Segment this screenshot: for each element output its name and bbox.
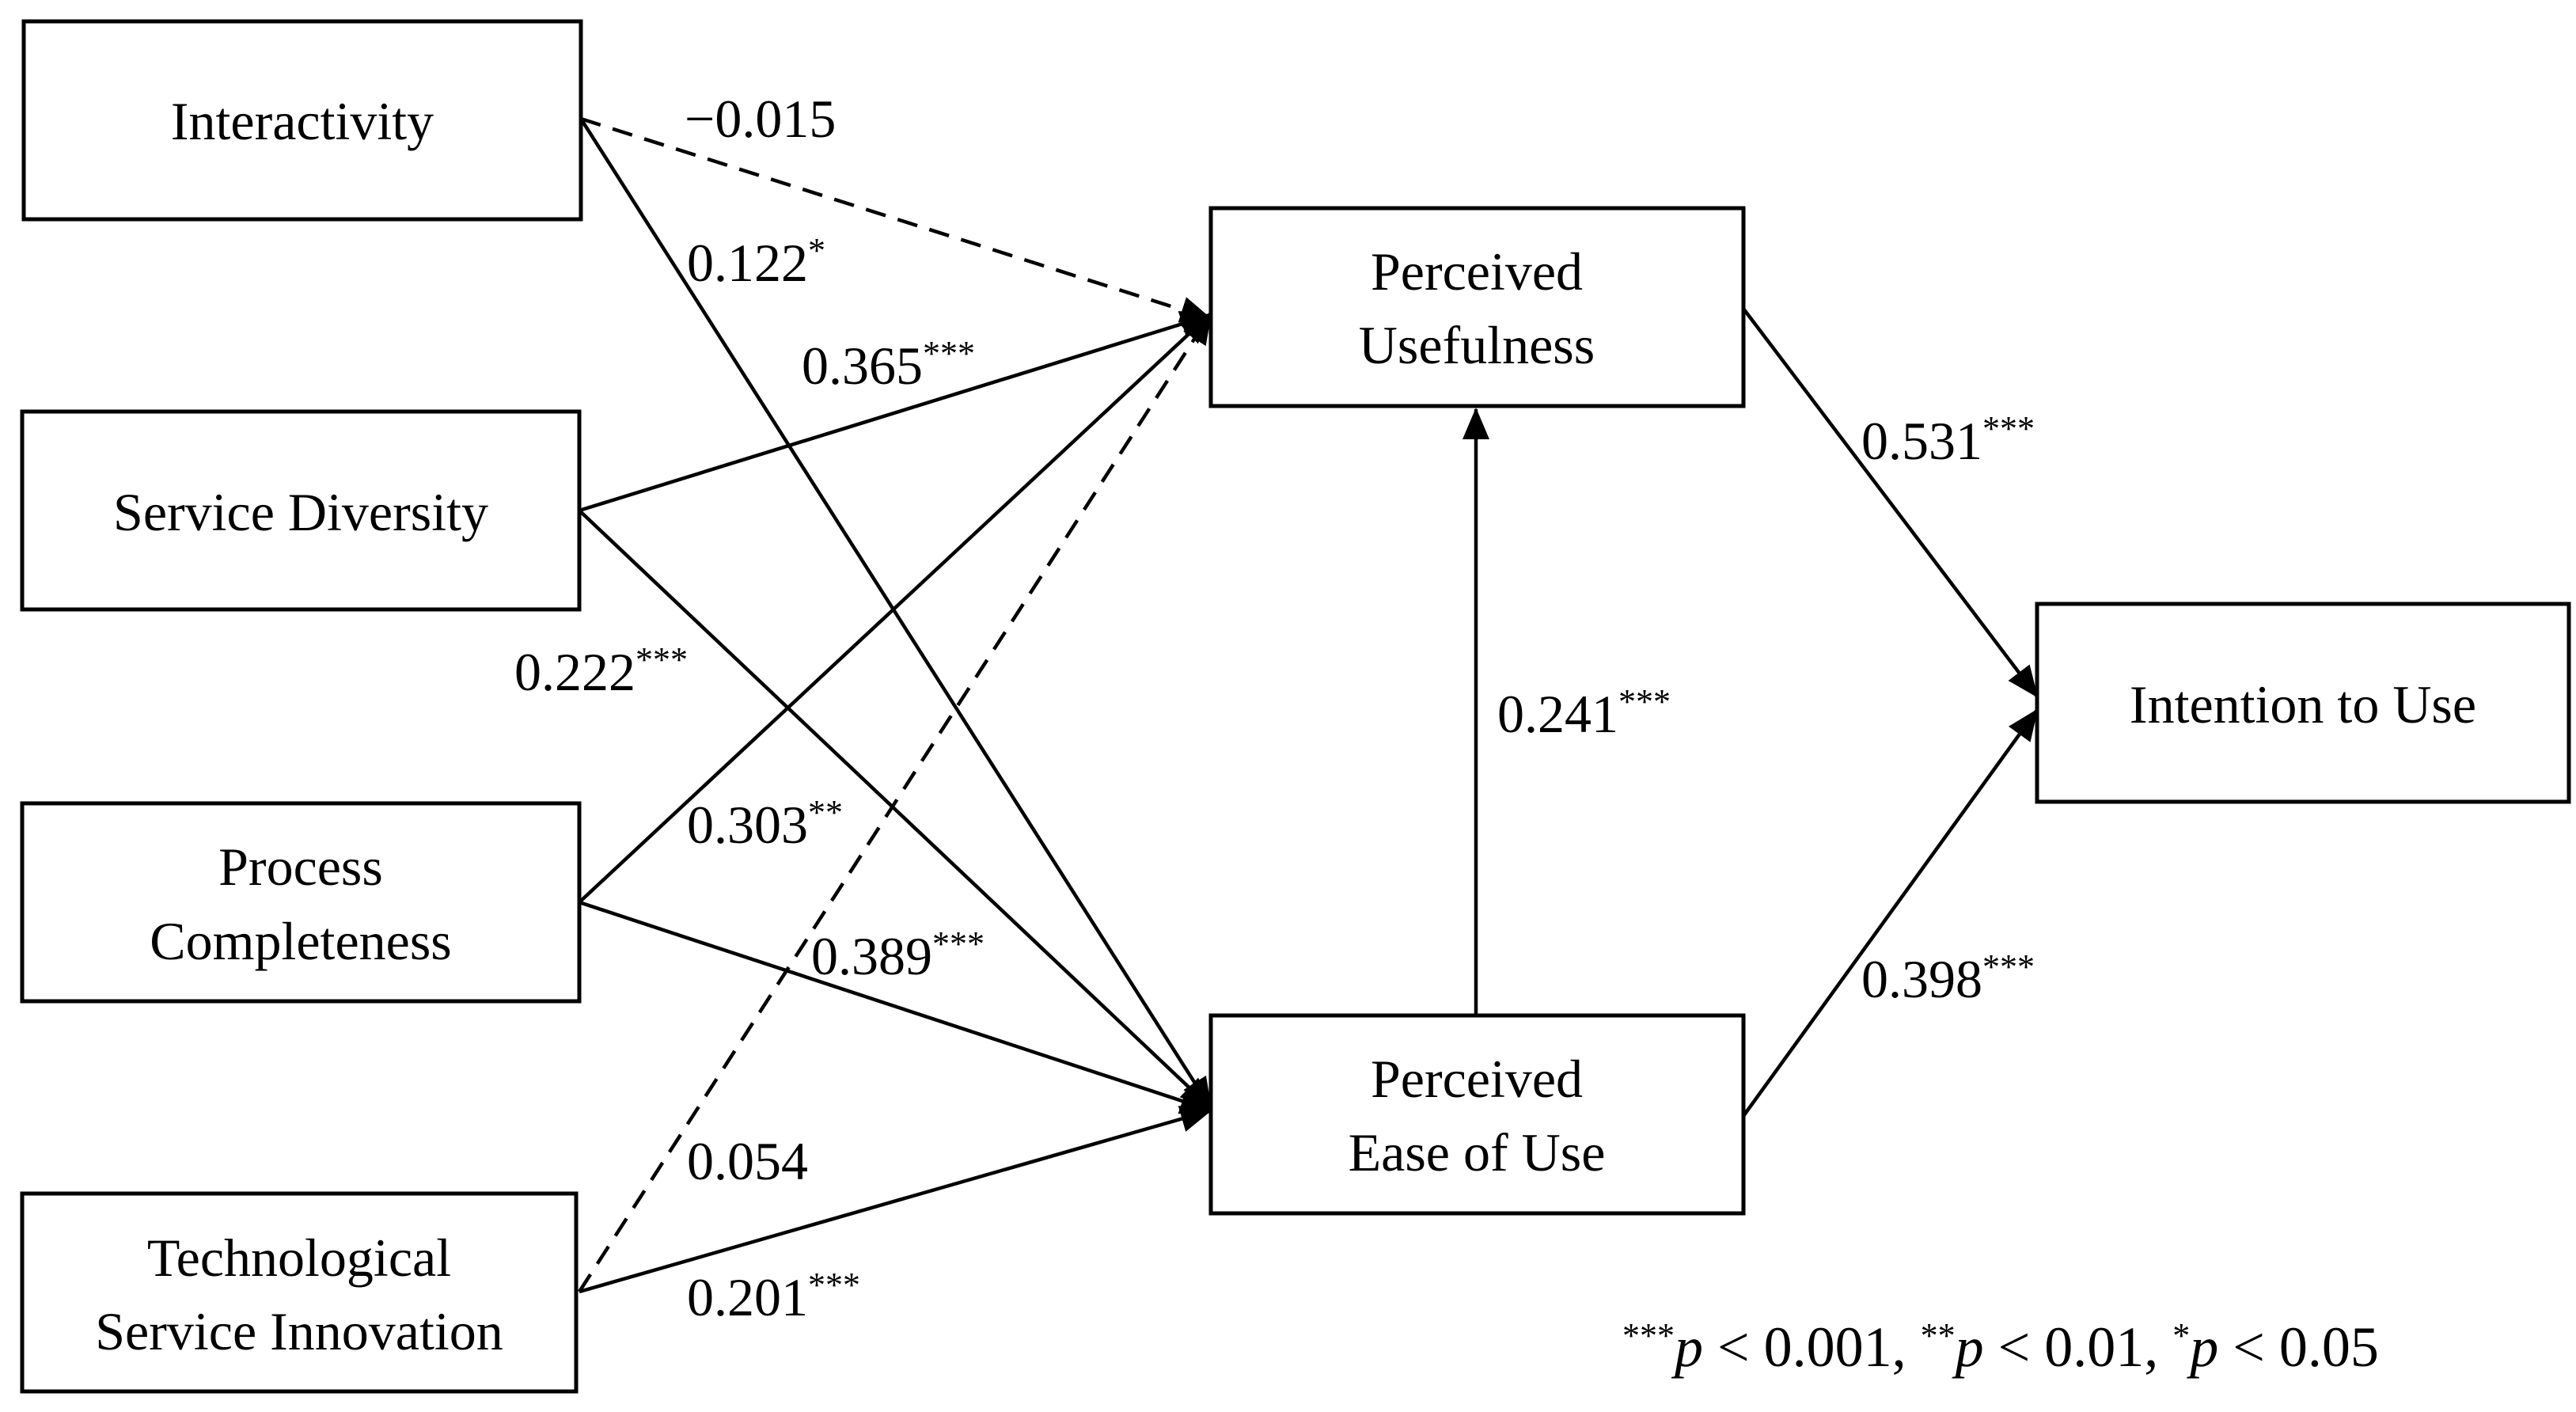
edge-service-diversity-to-ease-of-use xyxy=(578,509,1212,1110)
coef-ease-of-use-to-usefulness: 0.241*** xyxy=(1497,682,1671,744)
node-label-service-diversity: Service Diversity xyxy=(113,482,488,542)
edge-usefulness-to-intention xyxy=(1742,307,2039,698)
coef-ease-of-use-to-intention: 0.398*** xyxy=(1861,947,2035,1009)
coef-sig: *** xyxy=(932,924,984,963)
coef-sig: * xyxy=(808,231,825,270)
legend-p-1: p xyxy=(1671,1315,1703,1379)
edge-process-completeness-to-usefulness xyxy=(578,312,1212,904)
coef-value: −0.015 xyxy=(685,89,836,149)
coef-value: 0.054 xyxy=(687,1131,808,1191)
coef-value: 0.389 xyxy=(811,926,932,986)
node-label-service-innovation: Service Innovation xyxy=(95,1301,503,1361)
significance-legend: ***p < 0.001, **p < 0.01, *p < 0.05 xyxy=(1622,1315,2379,1379)
coef-tsi-to-ease-of-use: 0.201*** xyxy=(687,1266,860,1327)
coef-sig: *** xyxy=(1982,409,2035,448)
coef-interactivity-to-usefulness: −0.015 xyxy=(685,89,836,149)
coef-sig: *** xyxy=(923,334,975,373)
coef-value: 0.365 xyxy=(802,336,923,396)
coef-value: 0.122 xyxy=(687,233,808,293)
legend-p-2: p xyxy=(1952,1315,1984,1379)
edge-interactivity-to-usefulness xyxy=(580,116,1212,323)
node-perceived-ease-of-use: Perceived Ease of Use xyxy=(1208,1013,1746,1216)
edge-ease-of-use-to-intention xyxy=(1742,708,2039,1118)
node-label-intention-to-use: Intention to Use xyxy=(2130,674,2476,734)
edge-labels: −0.015 0.122* 0.365*** 0.222*** 0.303** … xyxy=(514,89,2035,1327)
legend-rest-1: < 0.001, xyxy=(1703,1315,1921,1379)
node-label-perceived-peou: Perceived xyxy=(1371,1049,1583,1109)
coef-value: 0.531 xyxy=(1861,411,1982,471)
coef-interactivity-to-ease-of-use: 0.122* xyxy=(687,231,825,293)
node-label-technological: Technological xyxy=(147,1228,451,1288)
coef-sig: *** xyxy=(808,1266,860,1304)
legend-stars-1: *** xyxy=(1622,1316,1675,1355)
edge-tsi-to-ease-of-use xyxy=(579,1106,1212,1294)
coef-tsi-to-usefulness: 0.054 xyxy=(687,1131,808,1191)
node-label-completeness: Completeness xyxy=(150,911,452,971)
coef-service-diversity-to-usefulness: 0.365*** xyxy=(802,334,975,396)
node-label-process: Process xyxy=(218,837,383,897)
coef-service-diversity-to-ease-of-use: 0.222*** xyxy=(514,640,688,702)
edge-tsi-to-usefulness xyxy=(578,312,1212,1293)
coef-sig: *** xyxy=(635,640,688,679)
node-perceived-usefulness: Perceived Usefulness xyxy=(1208,206,1746,408)
coef-sig: ** xyxy=(808,793,843,832)
coef-value: 0.222 xyxy=(514,642,635,702)
coef-value: 0.303 xyxy=(687,795,808,855)
node-technological-service-innovation: Technological Service Innovation xyxy=(20,1191,579,1394)
node-label-usefulness: Usefulness xyxy=(1359,315,1595,375)
edge-service-diversity-to-usefulness xyxy=(579,310,1212,513)
node-label-interactivity: Interactivity xyxy=(171,91,434,151)
legend-rest-3: < 0.05 xyxy=(2218,1315,2379,1379)
coef-sig: *** xyxy=(1982,947,2035,986)
node-service-diversity: Service Diversity xyxy=(20,409,582,612)
edge-process-completeness-to-ease-of-use xyxy=(579,900,1212,1114)
coef-value: 0.398 xyxy=(1861,949,1982,1009)
legend-p-3: p xyxy=(2186,1315,2218,1379)
edge-interactivity-to-ease-of-use xyxy=(579,117,1212,1110)
legend-stars-3: * xyxy=(2172,1316,2190,1355)
legend-stars-2: ** xyxy=(1921,1316,1956,1355)
edges xyxy=(578,116,2039,1294)
node-intention-to-use: Intention to Use xyxy=(2035,602,2571,804)
coef-usefulness-to-intention: 0.531*** xyxy=(1861,409,2035,471)
node-interactivity: Interactivity xyxy=(21,19,583,222)
coef-process-completeness-to-ease-of-use: 0.389*** xyxy=(811,924,984,986)
legend-rest-2: < 0.01, xyxy=(1984,1315,2173,1379)
node-process-completeness: Process Completeness xyxy=(20,801,582,1004)
node-label-perceived-pu: Perceived xyxy=(1371,241,1583,302)
coef-sig: *** xyxy=(1618,682,1671,721)
node-label-ease-of-use: Ease of Use xyxy=(1349,1122,1606,1182)
coef-value: 0.241 xyxy=(1497,684,1618,744)
coef-process-completeness-to-usefulness: 0.303** xyxy=(687,793,843,855)
coef-value: 0.201 xyxy=(687,1267,808,1327)
